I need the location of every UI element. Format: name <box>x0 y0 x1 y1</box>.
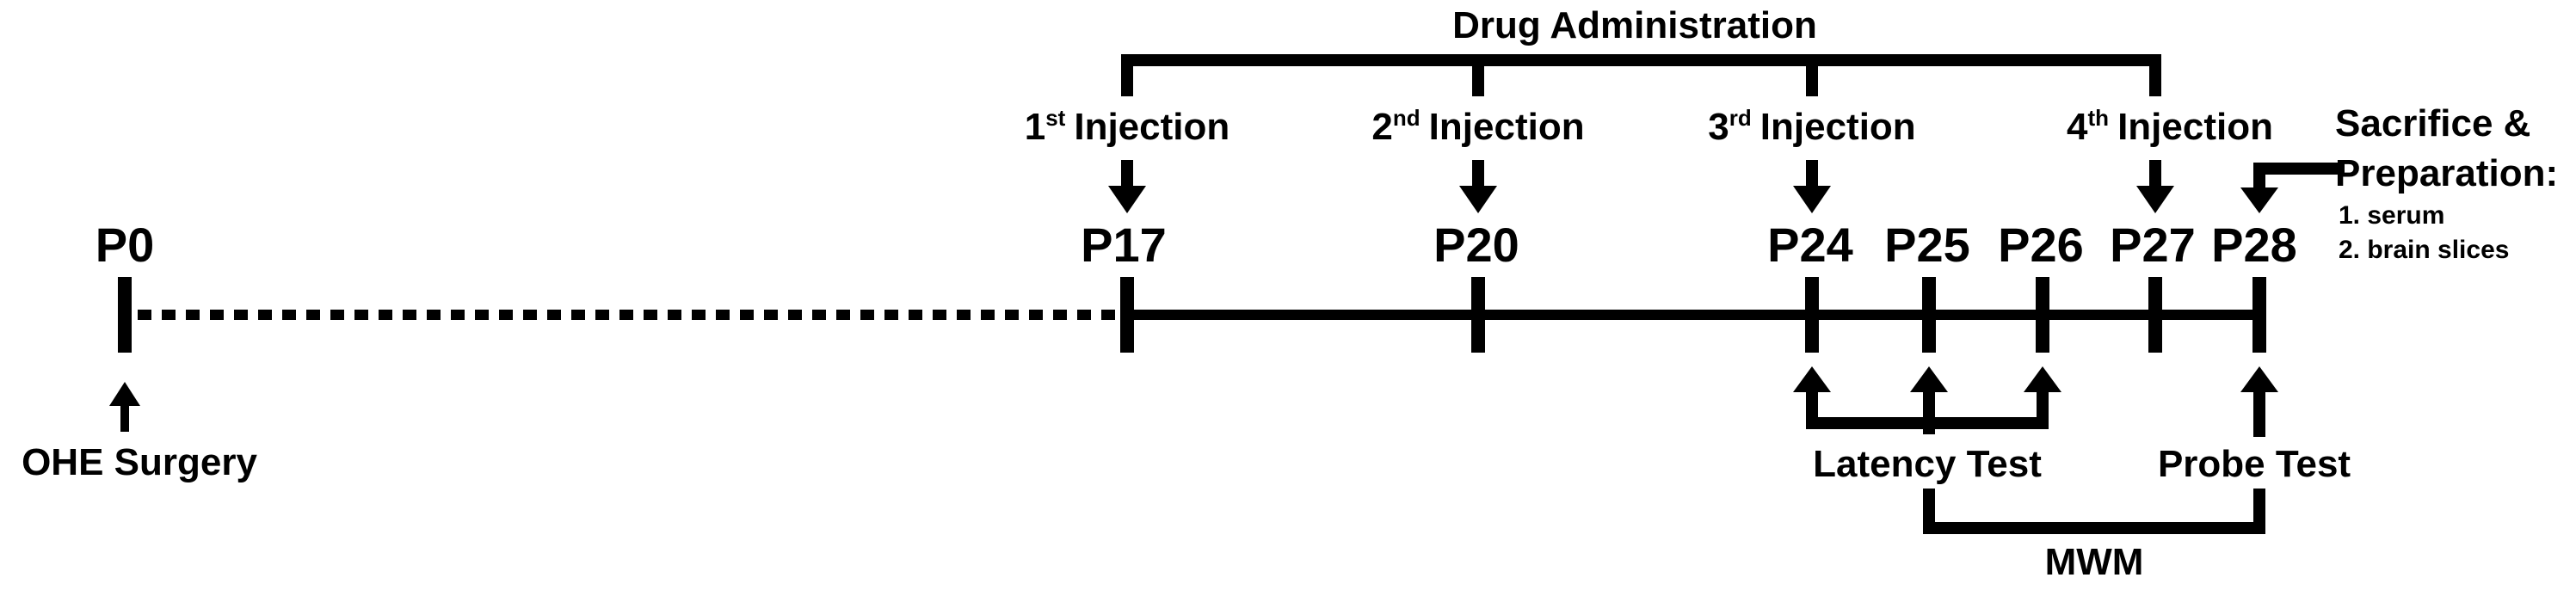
drug-administration-bracket: Drug Administration <box>1121 4 2161 96</box>
day-label-p0: P0 <box>96 218 155 272</box>
latency-test-label: Latency Test <box>1813 443 2042 485</box>
timeline <box>118 277 2266 353</box>
sacrifice-line-1: Sacrifice & <box>2335 102 2530 144</box>
probe-test-arrow <box>2240 366 2278 437</box>
injection-arrow-3 <box>1793 160 1831 213</box>
sacrifice-arrow <box>2240 163 2345 213</box>
surgery-arrow <box>109 382 140 432</box>
day-label-p25: P25 <box>1884 218 1970 272</box>
probe-test-label: Probe Test <box>2158 443 2351 485</box>
mwm-label: MWM <box>2045 541 2144 583</box>
day-label-p26: P26 <box>1998 218 2084 272</box>
drug-administration-title: Drug Administration <box>1452 4 1817 46</box>
latency-test-bracket <box>1793 366 2061 434</box>
mwm-bracket <box>1923 489 2265 534</box>
injection-arrow-1 <box>1108 160 1146 213</box>
injection-arrow-4 <box>2136 160 2174 213</box>
day-label-p17: P17 <box>1081 218 1167 272</box>
day-label-p28: P28 <box>2211 218 2297 272</box>
sacrifice-item-brain-slices: 2. brain slices <box>2339 236 2509 264</box>
sacrifice-preparation-note: Sacrifice & Preparation: 1. serum 2. bra… <box>2335 102 2558 264</box>
day-label-p27: P27 <box>2110 218 2196 272</box>
day-label-p20: P20 <box>1433 218 1519 272</box>
sacrifice-item-serum: 1. serum <box>2339 201 2444 230</box>
surgery-label: OHE Surgery <box>22 441 257 483</box>
bracket-line <box>1121 54 2161 96</box>
sacrifice-line-2: Preparation: <box>2335 152 2558 194</box>
injection-arrow-2 <box>1459 160 1497 213</box>
day-label-p24: P24 <box>1767 218 1853 272</box>
